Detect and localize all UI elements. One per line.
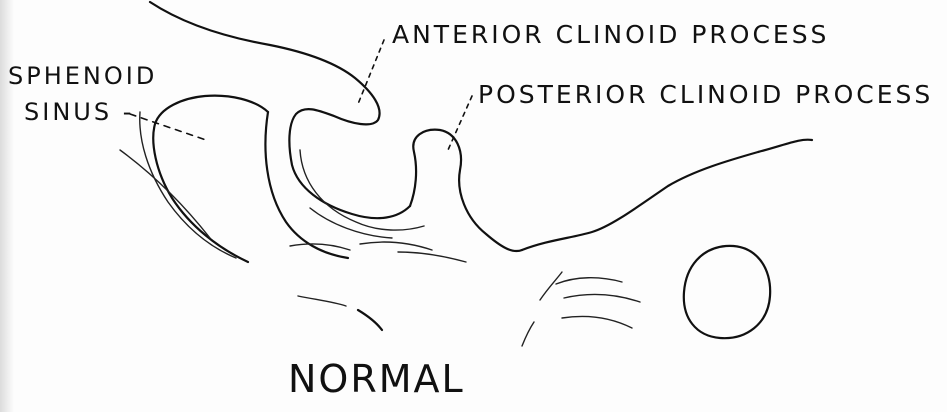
petrous-stroke-1 bbox=[556, 278, 622, 284]
sphenoid-sinus-lower bbox=[265, 112, 348, 258]
sinus-wall-stroke bbox=[120, 150, 210, 238]
clivus-outline bbox=[522, 140, 812, 250]
sphenoid-sinus-label-line2: SINUS - bbox=[24, 100, 134, 124]
diagram-caption: NORMAL bbox=[288, 360, 465, 398]
anterior-clinoid-outline bbox=[150, 2, 410, 218]
sphenoid-sinus-outline bbox=[153, 96, 268, 262]
sella-floor-inner bbox=[300, 150, 424, 230]
floor-hatch-3 bbox=[398, 252, 466, 262]
floor-hatch-4 bbox=[298, 296, 346, 306]
petrous-stroke-3 bbox=[562, 316, 632, 328]
circle-outline bbox=[684, 246, 770, 338]
posterior-clinoid-outline bbox=[410, 130, 522, 251]
anterior-clinoid-label: ANTERIOR CLINOID PROCESS bbox=[392, 22, 829, 47]
leader-posterior bbox=[448, 96, 472, 150]
floor-hatch-2 bbox=[360, 242, 432, 250]
sella-floor-dash bbox=[310, 208, 392, 238]
petrous-stroke-2 bbox=[564, 295, 640, 302]
sphenoid-sinus-label-line1: SPHENOID bbox=[8, 64, 157, 88]
petrous-stroke-5 bbox=[522, 322, 534, 346]
petrous-stroke-4 bbox=[540, 272, 562, 300]
floor-hatch-5 bbox=[358, 310, 382, 330]
posterior-clinoid-label: POSTERIOR CLINOID PROCESS bbox=[478, 82, 933, 107]
